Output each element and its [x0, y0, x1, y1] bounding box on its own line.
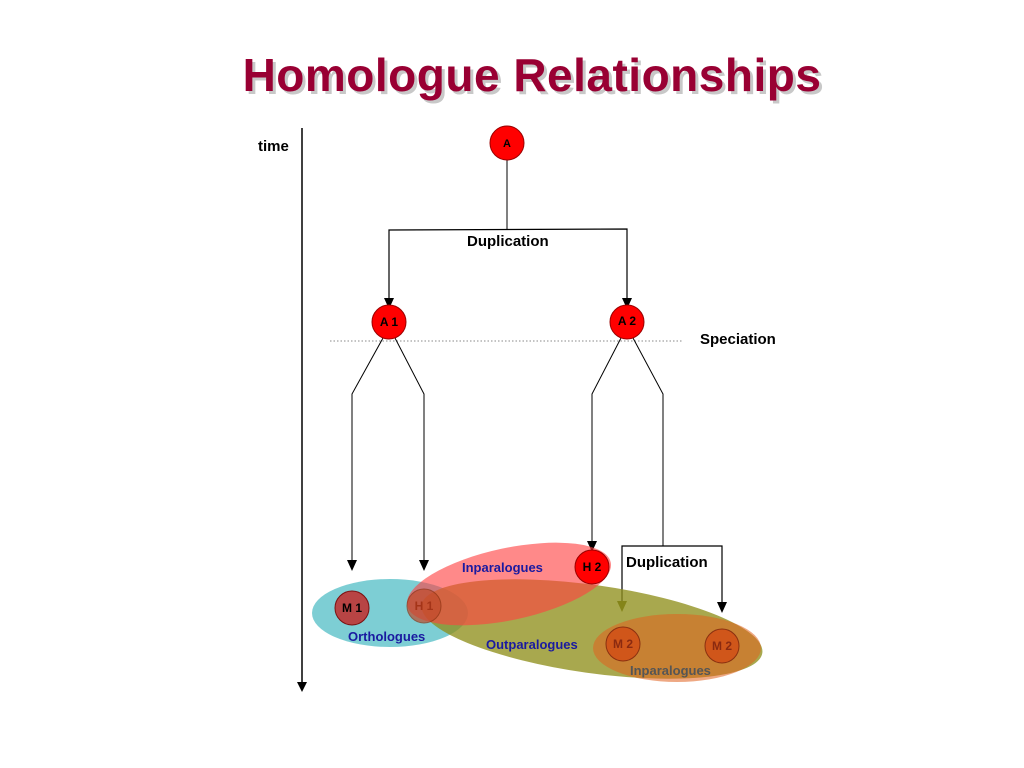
outparalogues-label: Outparalogues [486, 637, 578, 652]
time-axis-arrowhead [297, 682, 307, 692]
arrow-to-m2b [717, 602, 727, 613]
arrow-to-h1 [419, 560, 429, 571]
a1-left-branch [351, 337, 384, 560]
arrow-to-h2 [587, 541, 597, 552]
node-h1-label: H 1 [415, 599, 434, 613]
inparalogues-m-label: Inparalogues [630, 663, 711, 678]
duplication-top-label: Duplication [467, 233, 549, 250]
a1-right-branch [394, 337, 425, 560]
duplication-bottom-bracket [621, 545, 723, 603]
node-a1 [371, 304, 407, 340]
orthologues-label: Orthologues [348, 629, 425, 644]
a2-right-branch [632, 337, 664, 546]
node-h2 [574, 549, 610, 585]
time-label: time [258, 138, 289, 155]
node-ancestor [489, 125, 525, 161]
arrow-to-a1 [384, 298, 394, 309]
node-m2a-label: M 2 [613, 637, 633, 651]
page-title: Homologue Relationships [242, 49, 822, 101]
node-ancestor-label: A [503, 138, 511, 150]
duplication-bottom-label: Duplication [626, 554, 708, 571]
node-a2-label: A 2 [618, 314, 637, 328]
node-m1 [334, 590, 370, 626]
node-m2b [704, 628, 740, 664]
node-a2 [609, 304, 645, 340]
arrow-to-m1 [347, 560, 357, 571]
inparalogues-h-label: Inparalogues [462, 560, 543, 575]
node-m1-label: M 1 [342, 601, 362, 615]
node-a1-label: A 1 [380, 315, 399, 329]
node-h2-label: H 2 [583, 560, 602, 574]
node-h1 [406, 588, 442, 624]
inparalogues-h-ellipse [406, 542, 612, 626]
node-m2b-label: M 2 [712, 639, 732, 653]
duplication-bracket [388, 228, 628, 300]
a2-left-branch [591, 337, 622, 542]
arrow-to-a2 [622, 298, 632, 309]
node-m2a [605, 626, 641, 662]
speciation-label: Speciation [700, 331, 776, 348]
